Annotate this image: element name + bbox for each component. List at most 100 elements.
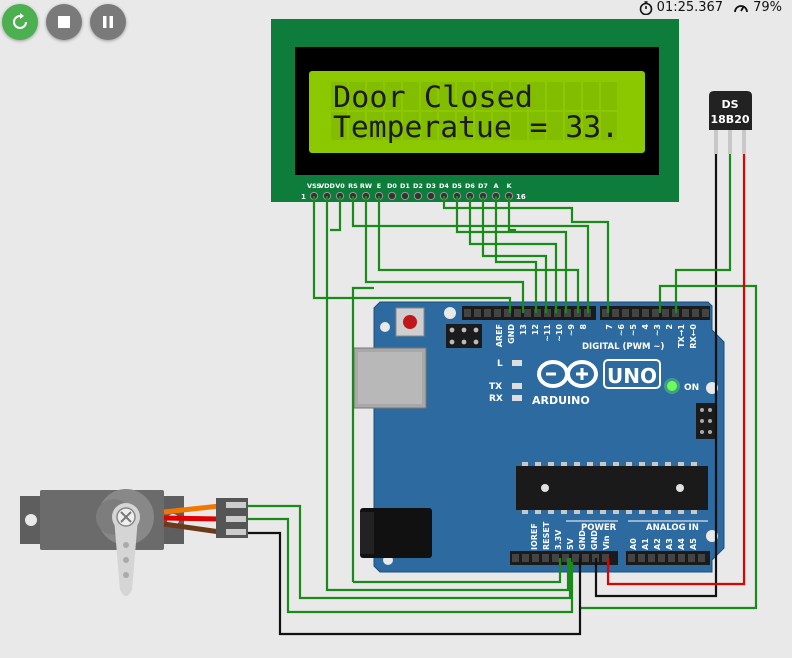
header-pin[interactable] [688,554,695,562]
header-pin[interactable] [612,309,619,317]
speedometer-icon [734,5,748,13]
header-pin[interactable] [582,554,589,562]
header-pin[interactable] [484,309,491,317]
header-pin[interactable] [658,554,665,562]
ds18b20-sensor[interactable]: DS 18B20 [709,91,752,154]
header-pin[interactable] [602,554,609,562]
header-pin[interactable] [542,554,549,562]
header-pin[interactable] [474,309,481,317]
pin-label: A1 [641,538,650,550]
pin-label: 5V [566,537,575,550]
pin-label: RESET [542,521,551,550]
header-pin[interactable] [648,554,655,562]
power-jack [360,508,432,558]
lcd-pin-label: D1 [400,182,410,190]
led-rx [512,395,522,401]
pin-label: A5 [689,538,698,550]
header-pin[interactable] [464,309,471,317]
header-pin[interactable] [534,309,541,317]
led-l [512,360,522,366]
header-pin[interactable] [622,309,629,317]
lcd-pin-label: A [493,182,498,190]
lcd-pin[interactable] [400,191,410,201]
lcd-pin-label: D6 [465,182,475,190]
header-pin[interactable] [602,309,609,317]
header-pin[interactable] [662,309,669,317]
lcd-pin[interactable] [413,191,423,201]
header-pin[interactable] [638,554,645,562]
reset-button[interactable] [395,307,425,337]
analog-label: ANALOG IN [646,523,699,533]
pin-label: Vin [602,535,611,550]
arduino-logo [537,360,598,388]
pin-label: A4 [677,538,686,550]
board-brand: ARDUINO [532,394,590,407]
header-pin[interactable] [678,554,685,562]
lcd-pin-first: 1 [301,193,306,201]
header-pin[interactable] [698,554,705,562]
header-pin[interactable] [544,309,551,317]
stopwatch-icon [639,1,652,15]
board-model: UNO [607,364,657,388]
header-pin[interactable] [554,309,561,317]
restart-icon [13,13,27,29]
arduino-uno-board[interactable]: L TX RX ON UNO ARDUINO DIGITAL (PWM ~) P… [353,301,725,573]
header-pin[interactable] [514,309,521,317]
header-pin[interactable] [642,309,649,317]
speed-percent: 79% [753,0,782,15]
pin-label: 8 [579,324,588,330]
header-pin[interactable] [668,554,675,562]
lcd-pin-label: V0 [335,182,345,190]
header-pin[interactable] [652,309,659,317]
lcd-pin-label: VDD [319,182,335,190]
pin-label: A3 [665,538,674,550]
pin-label: GND [578,530,587,550]
pin-label: 2 [665,324,674,330]
pin-label: 12 [531,324,540,335]
header-pin[interactable] [512,554,519,562]
header-pin[interactable] [628,554,635,562]
digital-label: DIGITAL (PWM ~) [582,342,664,352]
power-on-label: ON [684,383,699,393]
header-pin[interactable] [572,554,579,562]
header-pin[interactable] [504,309,511,317]
header-pin[interactable] [524,309,531,317]
lcd-1602[interactable]: Door Closed Temperatue = 33. 1 16 VSSVDD… [271,19,679,202]
pin-label: RX←0 [689,324,698,349]
header-pin[interactable] [692,309,699,317]
lcd-line-2: Temperatue = 33. [333,110,619,144]
pin-label: TX→1 [677,324,686,348]
pin-label: 4 [641,324,650,330]
lcd-pin[interactable] [426,191,436,201]
stop-button[interactable] [46,4,82,40]
lcd-pin-label: D0 [387,182,397,190]
header-pin[interactable] [552,554,559,562]
pin-label: AREF [495,324,504,347]
power-label: POWER [581,523,617,533]
header-pin[interactable] [522,554,529,562]
pin-label: 13 [519,324,528,335]
led-rx-label: RX [489,394,503,404]
pause-button[interactable] [90,4,126,40]
header-pin[interactable] [562,554,569,562]
wires [248,152,758,636]
header-pin[interactable] [682,309,689,317]
restart-button[interactable] [2,4,38,40]
lcd-pin[interactable] [387,191,397,201]
header-pin[interactable] [564,309,571,317]
simulation-status: 01:25.367 79% [639,0,782,16]
lcd-pin-label: VSS [307,182,321,190]
header-pin[interactable] [702,309,709,317]
lcd-pin-label: D2 [413,182,423,190]
header-pin[interactable] [494,309,501,317]
stop-icon [58,16,70,28]
header-pin[interactable] [532,554,539,562]
pin-label: ~10 [555,324,564,342]
elapsed-time: 01:25.367 [656,0,724,15]
pin-label: ~3 [653,324,662,336]
header-pin[interactable] [632,309,639,317]
lcd-pin-label: D7 [478,182,488,190]
servo-motor[interactable] [20,489,248,596]
pin-label: ~5 [629,324,638,337]
